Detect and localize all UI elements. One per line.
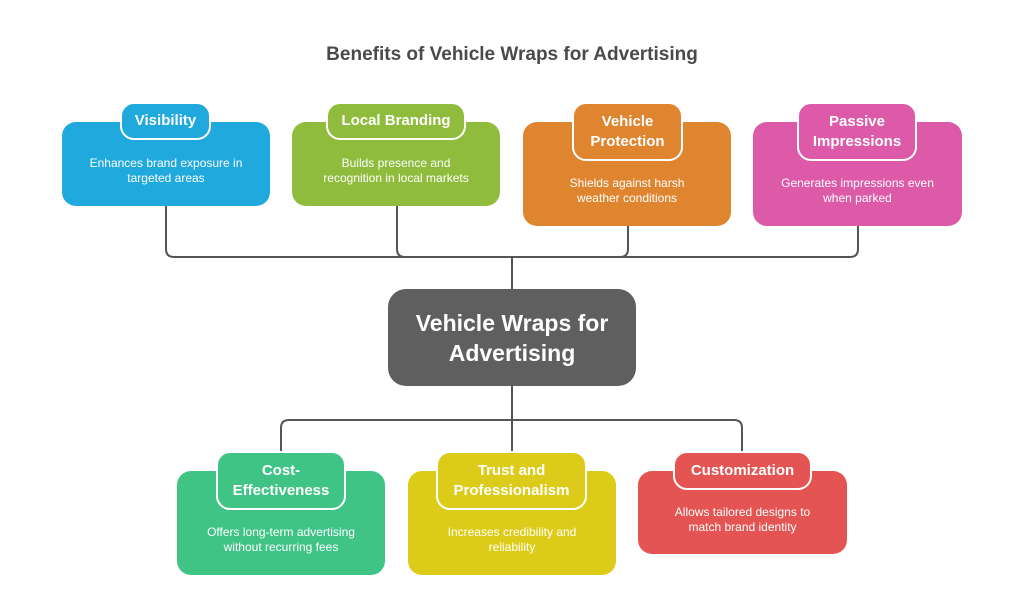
- node-vehicle-protection: Shields against harsh weather conditions: [523, 122, 731, 226]
- node-label: Local Branding: [326, 102, 466, 140]
- node-label: Passive Impressions: [797, 102, 917, 161]
- node-description: Enhances brand exposure in targeted area…: [89, 156, 243, 185]
- node-label: Customization: [673, 451, 812, 490]
- node-label: Cost-Effectiveness: [216, 451, 346, 510]
- node-description: Builds presence and recognition in local…: [323, 156, 469, 185]
- node-label: Trust and Professionalism: [436, 451, 587, 510]
- node-description: Shields against harsh weather conditions: [569, 176, 685, 205]
- node-description: Offers long-term advertising without rec…: [207, 525, 355, 554]
- node-description: Increases credibility and reliability: [447, 525, 577, 554]
- node-cost-effectiveness: Offers long-term advertising without rec…: [177, 471, 385, 575]
- central-node: Vehicle Wraps for Advertising: [388, 289, 636, 386]
- diagram-title: Benefits of Vehicle Wraps for Advertisin…: [326, 44, 698, 65]
- node-label: Visibility: [120, 102, 211, 140]
- node-label: Vehicle Protection: [572, 102, 683, 161]
- node-description: Generates impressions even when parked: [781, 176, 934, 205]
- node-description: Allows tailored designs to match brand i…: [674, 505, 811, 534]
